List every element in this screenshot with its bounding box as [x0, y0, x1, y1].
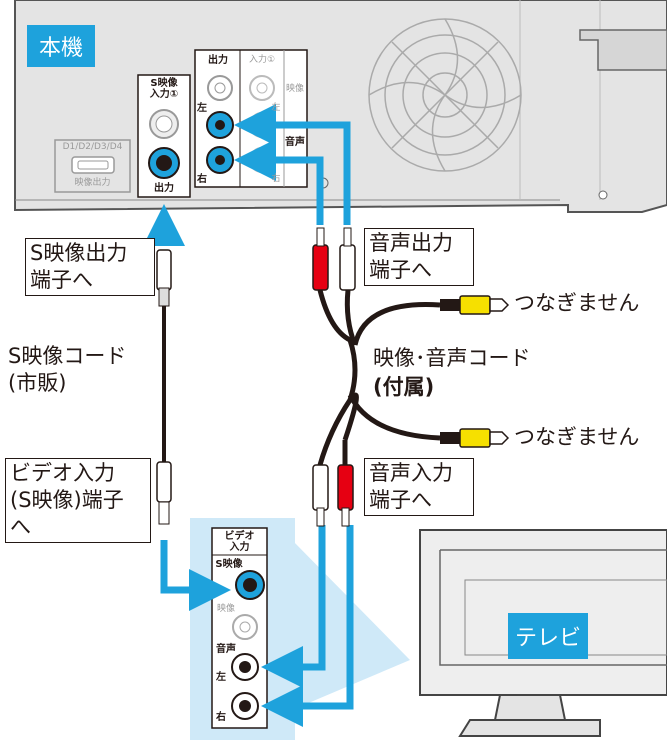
d-terminal — [54, 139, 131, 193]
tv-illustration — [419, 529, 667, 737]
recorder-back-panel — [14, 0, 667, 213]
left-label: 左 — [197, 103, 207, 114]
audio-out-plugs — [312, 227, 356, 291]
input-header: 入力① — [248, 55, 276, 65]
not-connected-bottom-label: つなぎません — [514, 425, 640, 449]
audio-out-terminal-label: 音声出力 端子へ — [364, 228, 474, 286]
audio-in-right-arrow — [261, 525, 354, 727]
audio-in-plugs — [312, 464, 354, 527]
video-input-terminal-label: ビデオ入力 (S映像)端子 へ — [5, 458, 151, 543]
tv-right-label: 右 — [216, 712, 226, 723]
audio-label: 音声 — [285, 137, 305, 148]
s-video-cable — [156, 249, 172, 525]
output-header: 出力 — [208, 55, 228, 66]
tv-s-video-label: S映像 — [215, 559, 243, 570]
audio-in-terminal-label: 音声入力 端子へ — [364, 458, 474, 516]
d-terminal-label: D1/D2/D3/D4 — [62, 142, 123, 152]
signal-flow-arrows — [143, 104, 354, 727]
tv-audio-label: 音声 — [216, 644, 236, 655]
right-label: 右 — [197, 174, 207, 185]
tv-video-input-panel — [211, 527, 268, 729]
av-cord-note: (付属) — [373, 375, 435, 399]
tv-badge: テレビ — [508, 613, 588, 659]
panel-handle — [579, 29, 667, 71]
right-label-grey: 右 — [271, 174, 281, 184]
s-video-out-terminal-label: S映像出力 端子へ — [25, 238, 155, 296]
audio-out-right-arrow — [234, 139, 324, 225]
s-video-flow-arrow — [160, 540, 231, 611]
tv-panel-title: ビデオ 入力 — [224, 531, 255, 553]
unit-badge: 本機 — [27, 25, 95, 67]
audio-out-left-arrow — [234, 104, 351, 225]
s-video-output-label: 出力 — [154, 183, 174, 194]
s-video-input-title: S映像 入力① — [149, 78, 179, 100]
video-plug-unused-top — [440, 295, 510, 315]
tv-left-label: 左 — [216, 672, 226, 683]
left-label-grey: 左 — [271, 103, 281, 113]
not-connected-top-label: つなぎません — [514, 291, 640, 315]
video-plug-unused-bottom — [440, 428, 510, 448]
fan-vent — [368, 18, 522, 172]
video-label: 映像 — [285, 84, 304, 94]
av-cable — [317, 289, 441, 466]
tv-video-label: 映像 — [216, 604, 235, 614]
audio-in-left-arrow — [261, 525, 326, 688]
d-terminal-sub: 映像出力 — [74, 178, 111, 188]
av-cord-label: 映像･音声コード — [373, 346, 531, 370]
s-video-cord-label: S映像コード (市販) — [8, 344, 127, 395]
